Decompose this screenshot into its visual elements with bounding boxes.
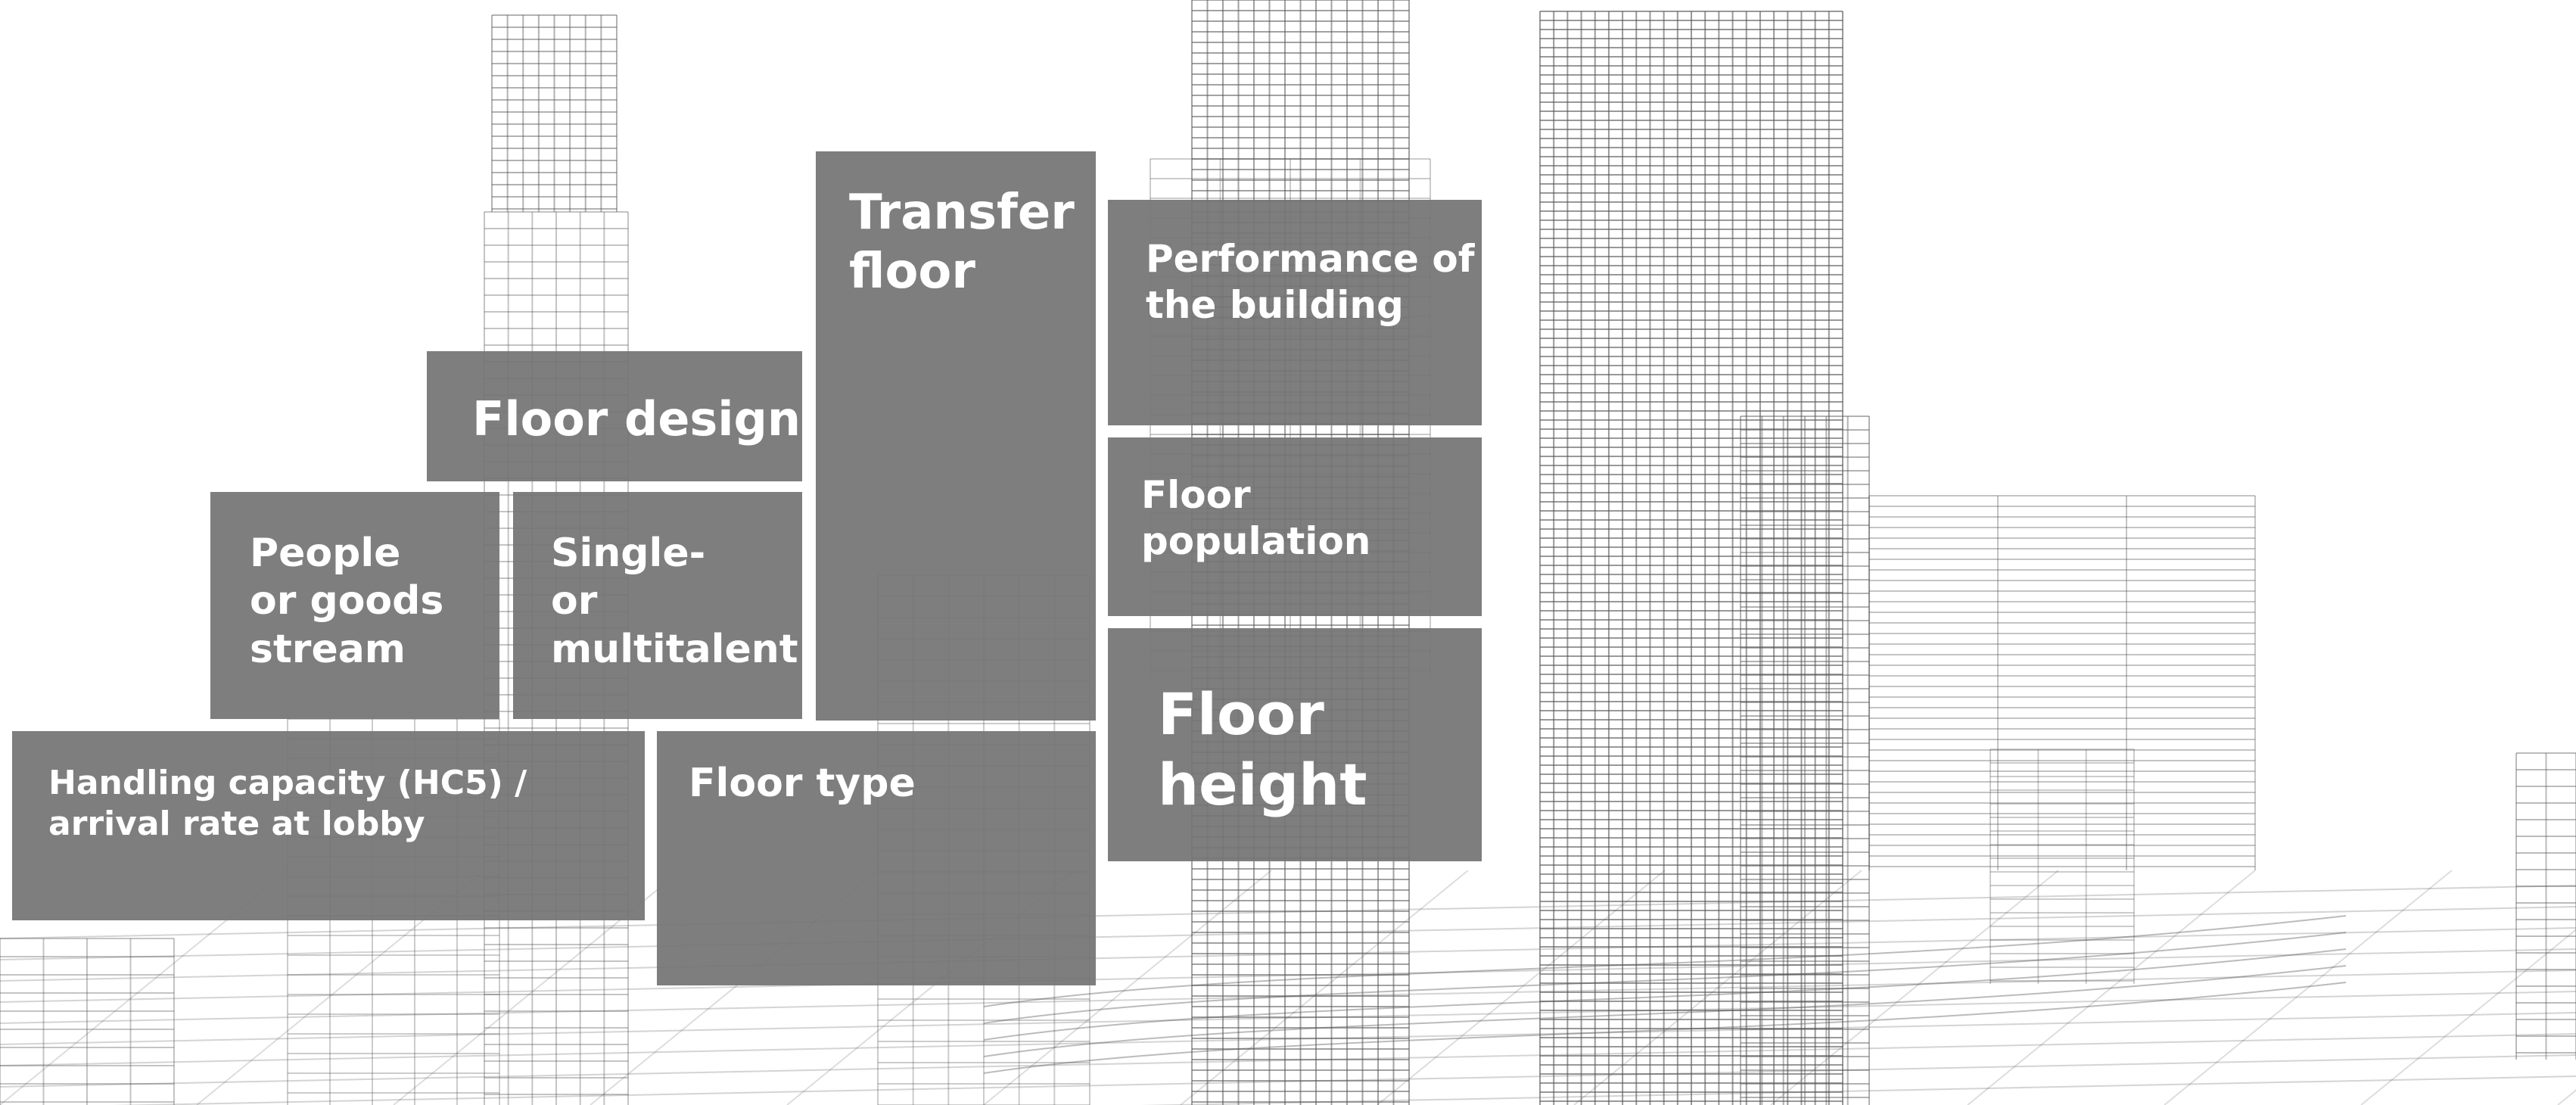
single-multi-tile[interactable]: Single- or multitalent — [513, 492, 802, 719]
performance-label: Performance of the building — [1146, 237, 1475, 327]
performance-tile[interactable]: Performance of the building — [1108, 200, 1482, 425]
handling-capacity-tile[interactable]: Handling capacity (HC5) / arrival rate a… — [12, 731, 645, 920]
people-goods-tile[interactable]: People or goods stream — [210, 492, 499, 719]
people-goods-label: People or goods stream — [250, 531, 444, 672]
floor-population-label: Floor population — [1141, 473, 1371, 563]
transfer-floor-label: Transfer floor — [849, 185, 1075, 300]
floor-height-label: Floor height — [1158, 680, 1367, 818]
floor-population-tile[interactable]: Floor population — [1108, 437, 1482, 616]
floor-type-label: Floor type — [689, 761, 916, 806]
transfer-floor-tile[interactable]: Transfer floor — [816, 151, 1096, 721]
floor-type-tile[interactable]: Floor type — [657, 731, 1096, 985]
floor-height-tile[interactable]: Floor height — [1108, 628, 1482, 861]
floor-design-label: Floor design — [472, 391, 801, 447]
handling-capacity-label: Handling capacity (HC5) / arrival rate a… — [48, 764, 527, 843]
floor-design-tile[interactable]: Floor design — [427, 351, 802, 481]
single-multi-label: Single- or multitalent — [551, 531, 798, 672]
